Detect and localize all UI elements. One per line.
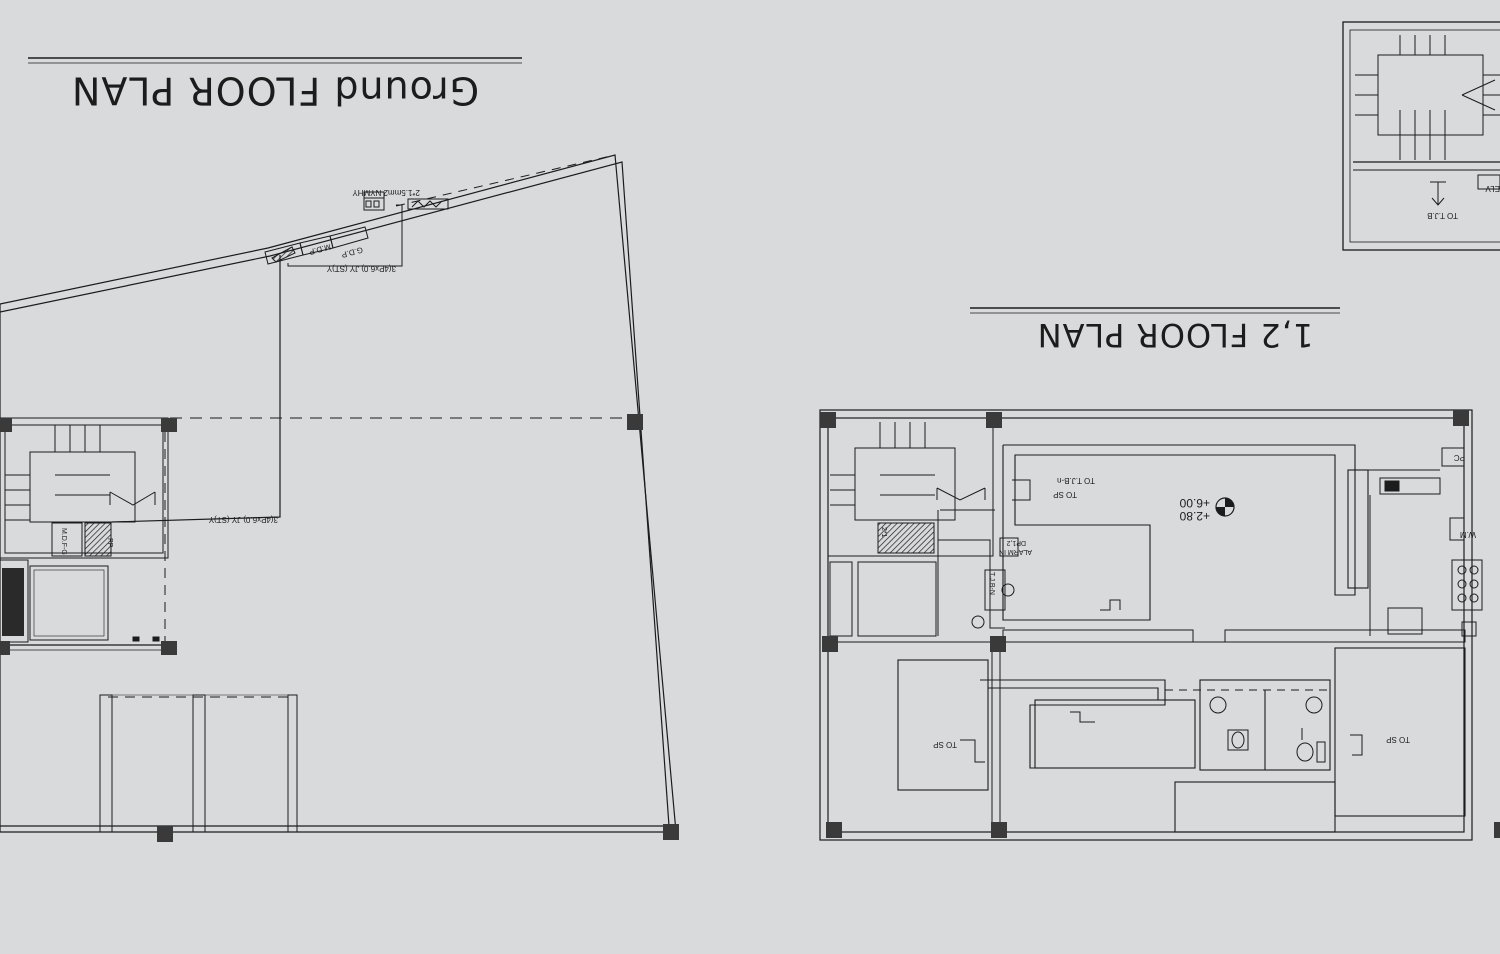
ground-shaft-fill [2,568,24,636]
upper-wm-label: W.M [1460,530,1476,539]
upper-columns [820,410,1500,838]
ground-gdp-label: G.D.P [340,245,363,259]
ground-floor-plan: Ground FLOOR PLAN [0,57,679,842]
corner-to-tjb-label: TO T.J.B [1427,211,1458,220]
ground-columns [0,414,679,842]
upper-level-2: +6.00 [1179,496,1210,510]
upper-pc-label: PC [1454,453,1465,462]
ground-parking-bays [99,694,298,832]
upper-outer-walls [819,409,1473,841]
upper-to-sp-label-2: TO SP [933,740,957,749]
upper-main-room [1002,444,1369,621]
upper-to-tjb-n-label: TO T.J.B-n [1057,476,1095,485]
ground-stairwell [0,417,169,559]
upper-dp-label: DP1,2 [1006,539,1026,546]
upper-level-1: +2.80 [1179,509,1210,523]
upper-devices [938,479,1363,763]
ground-smoke-label: 2*1.5mm2 NYMHY [352,188,420,197]
corner-cut-label: ELV [1485,184,1500,193]
upper-alarm-label: ALARM IN [999,548,1032,555]
upper-to-sp-label-3: TO SP [1386,735,1410,744]
corner-partial-plan [1342,21,1500,251]
ground-pp-panel [84,522,112,557]
ground-outer-walls [0,154,677,833]
upper-to-sp-label-1: TO SP [1053,490,1077,499]
upper-corridor [828,629,1466,832]
ground-plan-title: Ground FLOOR PLAN [71,69,479,113]
upper-tjb-label: T.J.B-N [988,572,995,595]
upper-floor-plan: 1,2 FLOOR PLAN [819,307,1500,841]
ground-mdp-label: M.D.P [308,242,332,256]
upper-kitchen [1348,447,1483,637]
ground-pp-label: PP [106,538,113,548]
upper-lower-rooms [897,647,1466,833]
ground-distribution-boards [264,191,449,265]
ground-cable-mid-label: 3(4Px6.0) JY (ST)Y [208,515,278,524]
ground-cable-top-label: 3(4Px6.0) JY (ST)Y [326,264,396,273]
ground-mdf-label: M.D.F-G [60,528,67,555]
upper-level-marker [1215,497,1235,517]
upper-plan-title: 1,2 FLOOR PLAN [1037,316,1314,354]
upper-stairwell [827,417,995,637]
upper-wc-fixtures [1209,696,1326,763]
ground-mdf-panel [51,522,83,557]
upper-cable-tag: 2*1 [880,527,887,538]
